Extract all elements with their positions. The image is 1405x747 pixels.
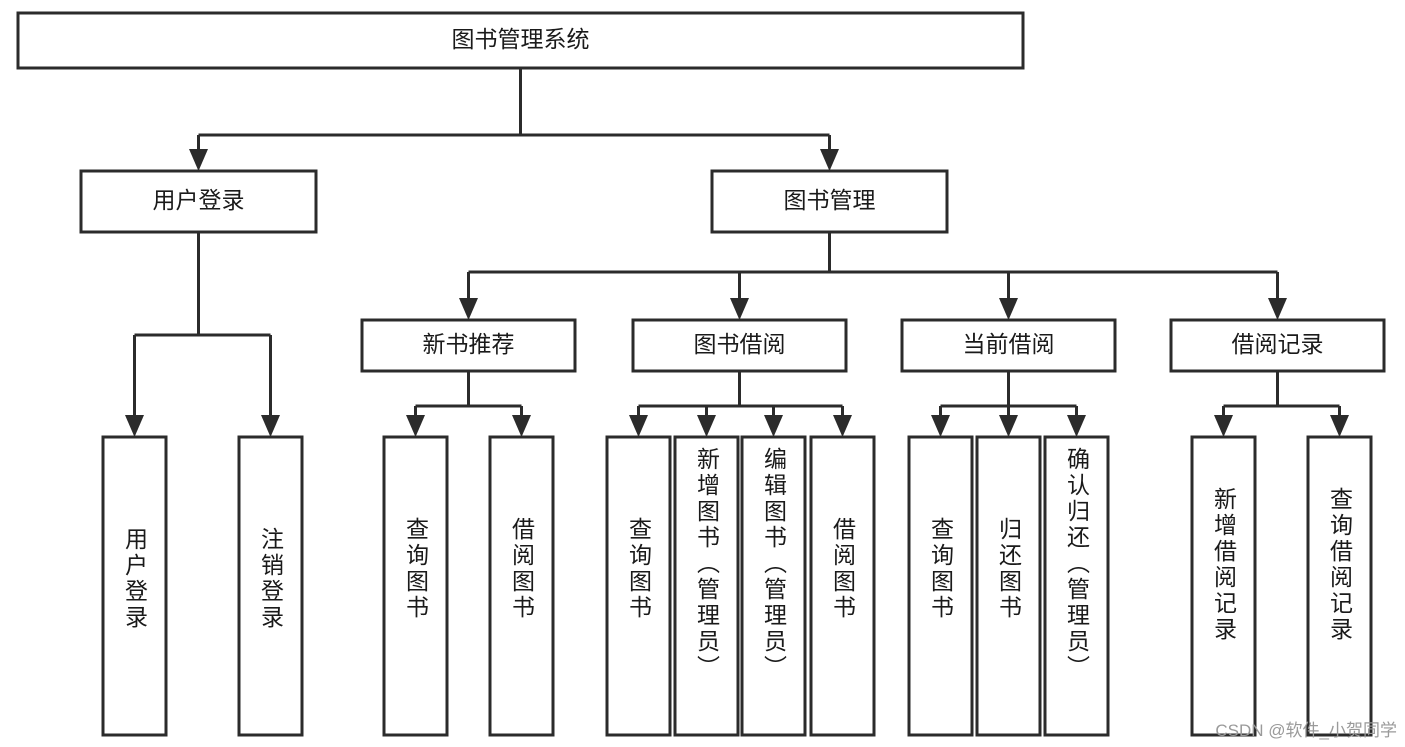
node-new-book-recommend[interactable]: 新书推荐	[360, 318, 577, 373]
connectors-new-book-recommend-to-leaves	[406, 371, 531, 437]
node-user-login-label: 用户登录	[153, 187, 245, 213]
connectors-current-borrow-to-leaves	[931, 371, 1086, 437]
connectors-book-manage-to-level2	[459, 232, 1287, 320]
node-book-borrow-box[interactable]	[631, 318, 848, 373]
node-book-manage-label: 图书管理	[784, 187, 876, 213]
arrowhead-user-login	[189, 149, 208, 171]
node-leaf-query-book-1[interactable]: 查询图书	[382, 435, 449, 737]
arrowhead-leaf-query-record	[1330, 415, 1349, 437]
node-leaf-user-login-box[interactable]	[101, 435, 168, 737]
node-leaf-query-book-3-label: 查询图书	[928, 517, 955, 621]
arrowhead-leaf-confirm-return	[1067, 415, 1086, 437]
arrowhead-leaf-return-book	[999, 415, 1018, 437]
arrowhead-book-borrow	[730, 298, 749, 320]
node-leaf-query-record-box[interactable]	[1306, 435, 1373, 737]
node-leaf-add-book[interactable]: 新增图书（管理员）	[673, 435, 740, 737]
node-leaf-edit-book-box[interactable]	[740, 435, 807, 737]
arrowhead-leaf-borrow-book-2	[833, 415, 852, 437]
node-new-book-recommend-box[interactable]	[360, 318, 577, 373]
arrowhead-current-borrow	[999, 298, 1018, 320]
arrowhead-new-book-recommend	[459, 298, 478, 320]
node-leaf-borrow-book-1-box[interactable]	[488, 435, 555, 737]
node-leaf-return-book-box[interactable]	[975, 435, 1042, 737]
arrowhead-borrow-record	[1268, 298, 1287, 320]
node-leaf-confirm-return[interactable]: 确认归还（管理员）	[1043, 435, 1110, 737]
node-book-manage[interactable]: 图书管理	[710, 169, 949, 234]
arrowhead-leaf-query-book-3	[931, 415, 950, 437]
node-borrow-record-box[interactable]	[1169, 318, 1386, 373]
node-new-book-recommend-label: 新书推荐	[423, 331, 515, 357]
node-current-borrow[interactable]: 当前借阅	[900, 318, 1117, 373]
node-current-borrow-box[interactable]	[900, 318, 1117, 373]
node-leaf-query-book-2-box[interactable]	[605, 435, 672, 737]
node-leaf-user-login-label: 用户登录	[122, 527, 149, 631]
node-leaf-user-login[interactable]: 用户登录	[101, 435, 168, 737]
arrowhead-leaf-add-record	[1214, 415, 1233, 437]
node-book-borrow-label: 图书借阅	[694, 331, 786, 357]
node-user-login-box[interactable]	[79, 169, 318, 234]
node-root-box[interactable]	[16, 11, 1025, 70]
node-leaf-query-book-2[interactable]: 查询图书	[605, 435, 672, 737]
arrowhead-book-manage	[820, 149, 839, 171]
node-borrow-record-label: 借阅记录	[1232, 331, 1324, 357]
node-leaf-confirm-return-label: 确认归还（管理员）	[1064, 447, 1091, 681]
node-leaf-add-book-label: 新增图书（管理员）	[694, 447, 721, 681]
node-leaf-logout-login-box[interactable]	[237, 435, 304, 737]
node-leaf-add-record[interactable]: 新增借阅记录	[1190, 435, 1257, 737]
node-leaf-add-record-box[interactable]	[1190, 435, 1257, 737]
node-book-manage-box[interactable]	[710, 169, 949, 234]
arrowhead-leaf-logout-login	[261, 415, 280, 437]
node-leaf-borrow-book-1-label: 借阅图书	[509, 517, 536, 621]
node-current-borrow-label: 当前借阅	[963, 331, 1055, 357]
node-leaf-query-book-1-box[interactable]	[382, 435, 449, 737]
node-user-login[interactable]: 用户登录	[79, 169, 318, 234]
node-leaf-query-record[interactable]: 查询借阅记录	[1306, 435, 1373, 737]
node-book-borrow[interactable]: 图书借阅	[631, 318, 848, 373]
node-leaf-query-book-1-label: 查询图书	[403, 517, 430, 621]
connectors-borrow-record-to-leaves	[1214, 371, 1349, 437]
node-leaf-return-book[interactable]: 归还图书	[975, 435, 1042, 737]
node-leaf-edit-book-label: 编辑图书（管理员）	[761, 447, 788, 681]
arrowhead-leaf-user-login	[125, 415, 144, 437]
arrowhead-leaf-add-book	[697, 415, 716, 437]
node-root-label: 图书管理系统	[452, 26, 590, 52]
connectors-book-borrow-to-leaves	[629, 371, 852, 437]
node-leaf-borrow-book-1[interactable]: 借阅图书	[488, 435, 555, 737]
arrowhead-leaf-borrow-book-1	[512, 415, 531, 437]
node-leaf-return-book-label: 归还图书	[996, 517, 1023, 621]
node-root[interactable]: 图书管理系统	[16, 11, 1025, 70]
connectors-user-login-to-leaves	[125, 232, 280, 437]
node-leaf-logout-login-label: 注销登录	[258, 527, 285, 631]
node-borrow-record[interactable]: 借阅记录	[1169, 318, 1386, 373]
node-leaf-query-book-3[interactable]: 查询图书	[907, 435, 974, 737]
node-leaf-borrow-book-2-label: 借阅图书	[830, 517, 857, 621]
node-leaf-confirm-return-box[interactable]	[1043, 435, 1110, 737]
node-leaf-borrow-book-2[interactable]: 借阅图书	[809, 435, 876, 737]
connectors-root-to-level1	[189, 68, 839, 171]
arrowhead-leaf-edit-book	[764, 415, 783, 437]
arrowhead-leaf-query-book-2	[629, 415, 648, 437]
arrowhead-leaf-query-book-1	[406, 415, 425, 437]
node-leaf-add-record-label: 新增借阅记录	[1211, 487, 1238, 643]
node-leaf-query-book-3-box[interactable]	[907, 435, 974, 737]
node-leaf-query-book-2-label: 查询图书	[626, 517, 653, 621]
node-leaf-query-record-label: 查询借阅记录	[1327, 487, 1354, 643]
node-leaf-logout-login[interactable]: 注销登录	[237, 435, 304, 737]
node-leaf-add-book-box[interactable]	[673, 435, 740, 737]
node-leaf-borrow-book-2-box[interactable]	[809, 435, 876, 737]
node-leaf-edit-book[interactable]: 编辑图书（管理员）	[740, 435, 807, 737]
